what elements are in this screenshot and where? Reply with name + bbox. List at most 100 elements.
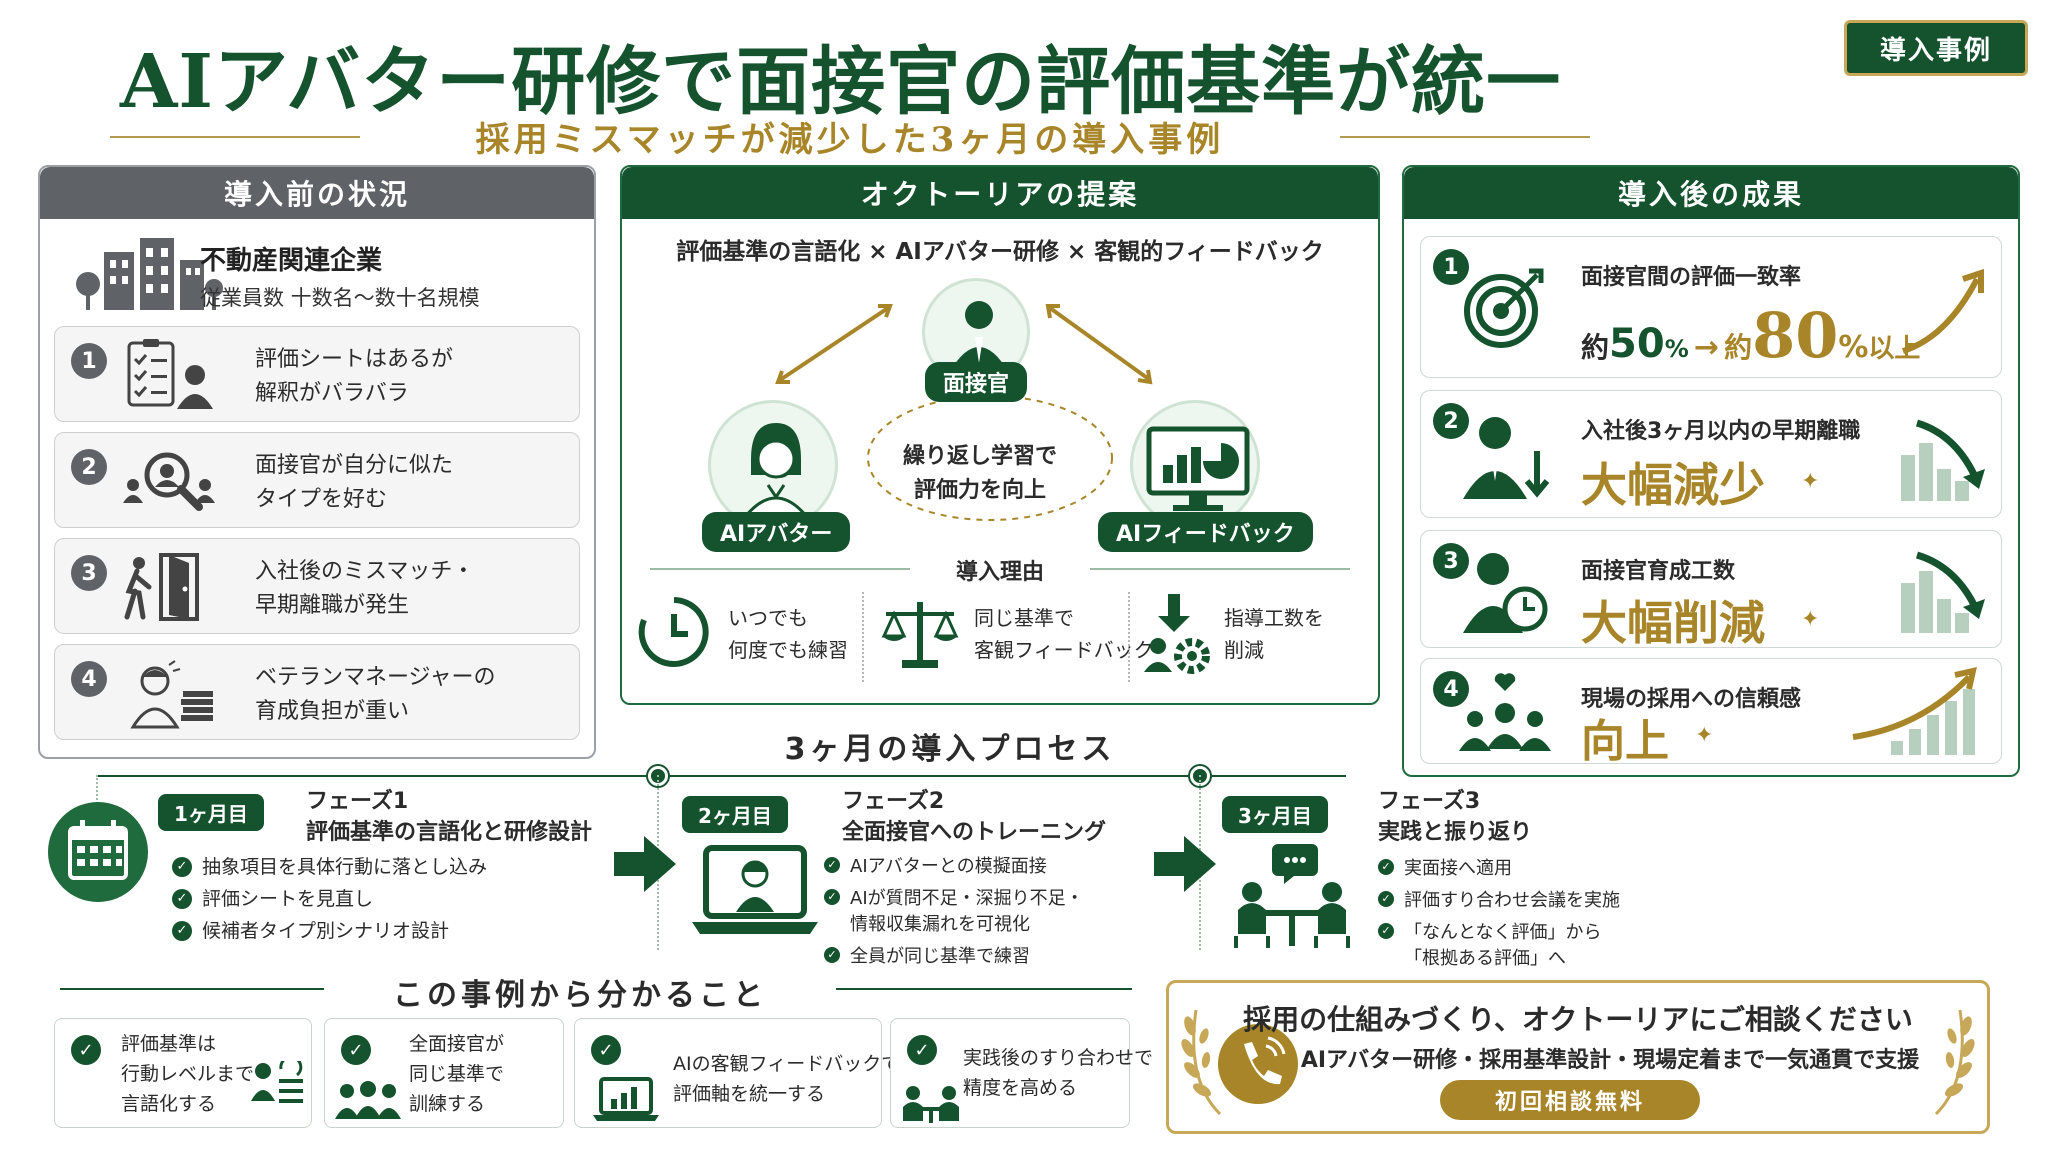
- sparkle-icon: ✦: [1801, 469, 1820, 494]
- issue-text: 入社後のミスマッチ・ 早期離職が発生: [255, 555, 575, 623]
- learning-line: 言語化する: [121, 1093, 217, 1115]
- interviewer-icon: [949, 301, 1009, 373]
- learning-text: 評価基準は 行動レベルまで 言語化する: [121, 1029, 254, 1119]
- result-label: 入社後3ヶ月以内の早期離職: [1581, 419, 1861, 444]
- people-heart-icon: [1459, 673, 1551, 751]
- person-list-icon: [251, 1061, 303, 1103]
- learning-text: 全面接官が 同じ基準で 訓練する: [409, 1029, 504, 1119]
- check-text: 抽象項目を具体行動に落とし込み: [202, 856, 488, 878]
- checklist-person-icon: [127, 339, 213, 409]
- check-icon: ✓: [591, 1035, 621, 1065]
- cta-subtitle: AIアバター研修・採用基準設計・現場定着まで一気通貫で支援: [1300, 1048, 1920, 1073]
- laurel-icon: [1934, 1009, 1975, 1116]
- rising-chart-icon: [1852, 667, 1977, 755]
- feedback-label: AIフィードバック: [1098, 512, 1313, 552]
- phase-checks: ✓抽象項目を具体行動に落とし込み ✓評価シートを見直し ✓候補者タイプ別シナリオ…: [172, 854, 487, 950]
- check-text: 情報収集漏れを可視化: [850, 914, 1030, 935]
- check-row: ✓ 抽象項目を具体行動に落とし込み: [172, 854, 487, 880]
- issue-line: ベテランマネージャーの: [255, 665, 496, 690]
- result-card: 4 現場の採用への信頼感 向上 ✦: [1420, 658, 2002, 767]
- reason-item: いつでも 何度でも練習: [636, 594, 856, 684]
- scale-icon: [881, 602, 959, 668]
- avatar-label: AIアバター: [702, 512, 851, 552]
- issue-text: ベテランマネージャーの 育成負担が重い: [255, 661, 575, 729]
- phase-label: フェーズ1: [306, 789, 409, 814]
- check-icon: ✓: [341, 1035, 371, 1065]
- issue-line: 解釈がバラバラ: [255, 381, 409, 406]
- issue-card: 1 評価シートはあるが 解釈がバラバラ: [54, 326, 580, 422]
- stressed-manager-icon: [130, 660, 213, 729]
- check-icon: ✓: [824, 947, 840, 963]
- next-arrow-icon: [614, 836, 676, 892]
- reason-line: 同じ基準で: [974, 606, 1074, 630]
- check-row: ✓評価シートを見直し: [172, 886, 487, 912]
- feedback-circle: [1130, 400, 1260, 530]
- reason-text: いつでも 何度でも練習: [728, 602, 848, 666]
- before-heading: 導入前の状況: [40, 167, 594, 219]
- check-icon: ✓: [824, 857, 840, 873]
- company-name: 不動産関連企業: [200, 246, 383, 276]
- phone-icon[interactable]: [1216, 1022, 1300, 1106]
- month-pill: 3ヶ月目: [1222, 796, 1328, 833]
- check-text: AIアバターとの模擬面接: [850, 856, 1047, 877]
- feedback-monitor-icon: [1146, 426, 1250, 511]
- result-card: 2 入社後3ヶ月以内の早期離職 大幅減少 ✦: [1420, 390, 2002, 518]
- subtitle-line-right: [1340, 136, 1590, 138]
- check-icon: ✓: [172, 857, 192, 877]
- check-icon: ✓: [172, 921, 192, 941]
- reason-line-right: [1090, 568, 1350, 570]
- clock-icon: [638, 597, 709, 667]
- issue-text: 評価シートはあるが 解釈がバラバラ: [255, 343, 575, 411]
- learning-text: 実践後のすり合わせで 精度を高める: [963, 1043, 1153, 1103]
- avatar-headset-icon: [737, 423, 815, 525]
- phase-name: 実践と振り返り: [1378, 820, 1533, 845]
- reason-item: 同じ基準で 客観フィードバック: [880, 594, 1154, 684]
- check-icon: ✓: [907, 1035, 937, 1065]
- check-row-cont: 情報収集漏れを可視化: [824, 912, 1084, 938]
- phase-checks: ✓ AIアバターとの模擬面接 ✓ AIが質問不足・深掘り不足・ 情報収集漏れを可視化…: [824, 854, 1084, 976]
- learning-line: 同じ基準で: [409, 1063, 505, 1085]
- phase-title: フェーズ2 全面接官へのトレーニング: [842, 786, 1106, 848]
- check-row-cont: 「根拠ある評価」へ: [1378, 946, 1620, 972]
- proposal-heading: オクトーリアの提案: [622, 167, 1378, 219]
- issue-line: 早期離職が発生: [255, 593, 410, 618]
- check-row: ✓ AIアバターとの模擬面接: [824, 854, 1084, 880]
- learnings-title: この事例から分かること: [393, 978, 767, 1013]
- reason-line: いつでも: [728, 606, 808, 630]
- learning-line: 実践後のすり合わせで: [963, 1047, 1154, 1069]
- learning-card: ✓ 評価基準は 行動レベルまで 言語化する: [54, 1018, 312, 1128]
- cta-title: 採用の仕組みづくり、オクトーリアにご相談ください: [1243, 1003, 1913, 1036]
- free-consultation-button[interactable]: 初回相談無料: [1440, 1080, 1700, 1120]
- phase-name: 全面接官へのトレーニング: [842, 820, 1107, 845]
- learning-line: 訓練する: [409, 1093, 486, 1115]
- reason-divider: [862, 592, 864, 682]
- reasons-title: 導入理由: [955, 560, 1044, 585]
- learning-card: ✓ 全面接官が 同じ基準で 訓練する: [324, 1018, 564, 1128]
- learning-line: 行動レベルまで: [121, 1063, 255, 1085]
- learning-card: ✓ AIの客観フィードバックで 評価軸を統一する: [574, 1018, 900, 1128]
- reason-item: 指導工数を 削減: [1144, 594, 1364, 684]
- learning-line: 全面接官が: [409, 1033, 505, 1055]
- person-clock-icon: [1463, 553, 1548, 633]
- check-text: 評価すり合わせ会議を実施: [1404, 890, 1620, 911]
- sparkle-icon: ✦: [1801, 607, 1820, 632]
- reason-line: 何度でも練習: [728, 638, 848, 662]
- issue-number: 3: [71, 555, 107, 591]
- result-number: 1: [1433, 249, 1469, 285]
- result-label: 現場の採用への信頼感: [1581, 687, 1802, 712]
- check-text: 全員が同じ基準で練習: [850, 946, 1030, 967]
- reason-text: 指導工数を 削減: [1224, 602, 1324, 666]
- check-row: ✓ 全員が同じ基準で練習: [824, 944, 1084, 970]
- learning-line: 評価軸を統一する: [673, 1083, 826, 1105]
- issue-number: 4: [71, 661, 107, 697]
- phase-name: 評価基準の言語化と研修設計: [306, 820, 593, 845]
- result-big: 大幅削減: [1581, 596, 1765, 650]
- cycle-line: 繰り返し学習で: [902, 444, 1057, 469]
- page-title: AIアバター研修で面接官の評価基準が統一: [120, 39, 1562, 125]
- learning-text: AIの客観フィードバックで 評価軸を統一する: [673, 1049, 900, 1109]
- check-row: ✓評価すり合わせ会議を実施: [1378, 888, 1620, 914]
- check-text: 実面接へ適用: [1404, 858, 1512, 879]
- check-text: AIが質問不足・深掘り不足・: [850, 888, 1084, 909]
- case-study-badge: 導入事例: [1844, 20, 2028, 76]
- rate-to-pct: %: [1838, 330, 1869, 365]
